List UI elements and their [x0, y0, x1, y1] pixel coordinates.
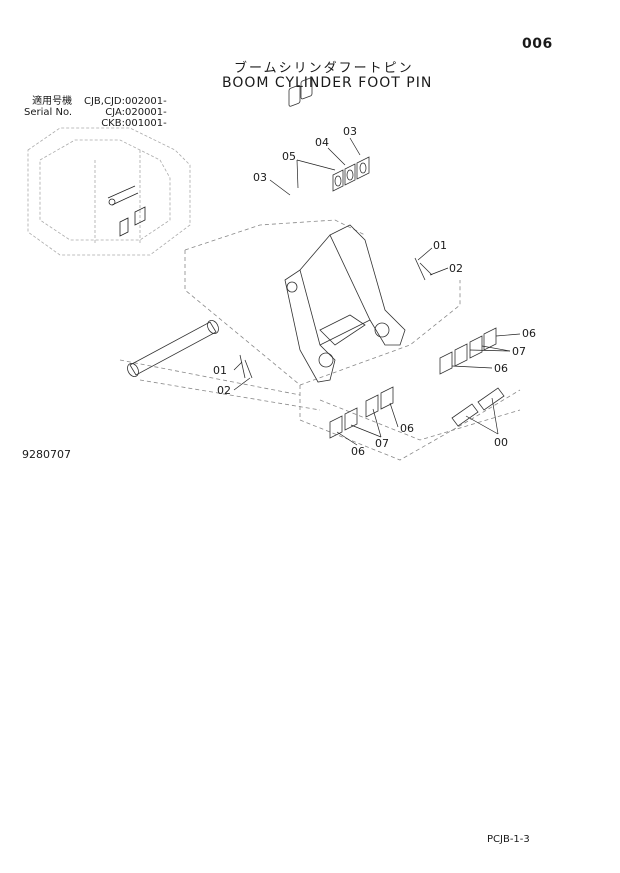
page-code: PCJB-1-3: [487, 834, 530, 845]
serial-label-jp: 適用号機: [32, 96, 73, 107]
callout-label: 02: [217, 384, 231, 397]
callout-label: 03: [343, 125, 357, 138]
callout-label: 06: [522, 327, 536, 340]
title-japanese: ブームシリンダフートピン: [234, 61, 414, 76]
page-number: 006: [522, 36, 553, 52]
short-pins: [452, 388, 504, 426]
callout-label: 07: [375, 437, 389, 450]
callout-label: 07: [512, 345, 526, 358]
callout-label: 04: [315, 136, 329, 149]
callout-label: 06: [494, 362, 508, 375]
shims-upper: [289, 77, 312, 106]
callout-label: 01: [433, 239, 447, 252]
drawing-number: 9280707: [22, 448, 71, 461]
callout-label: 00: [494, 436, 508, 449]
serial-label: 適用号機 Serial No.: [24, 96, 72, 118]
boom-foot: [285, 225, 405, 382]
callout-label: 06: [400, 422, 414, 435]
frame-outline: [120, 220, 520, 460]
shims-bottom: [330, 387, 393, 438]
serial-label-en: Serial No.: [24, 107, 73, 118]
callout-label: 01: [213, 364, 227, 377]
serial-value: CJB,CJD:002001-: [84, 96, 167, 107]
page-title: BOOM CYLINDER FOOT PIN: [222, 75, 433, 91]
bolts: [240, 258, 432, 378]
overview-sketch: [28, 128, 190, 255]
long-pin: [125, 318, 220, 378]
shims-right: [440, 328, 496, 374]
callout-label: 02: [449, 262, 463, 275]
serial-values: CJB,CJD:002001- CJA:020001- CKB:001001-: [84, 96, 167, 129]
shims-top: [333, 157, 369, 191]
callout-label: 03: [253, 171, 267, 184]
serial-value: CKB:001001-: [101, 118, 167, 129]
serial-value: CJA:020001-: [105, 107, 167, 118]
overview-detail: [108, 186, 145, 236]
leader-lines: [234, 138, 520, 445]
callout-label: 05: [282, 150, 296, 163]
callout-label: 06: [351, 445, 365, 458]
